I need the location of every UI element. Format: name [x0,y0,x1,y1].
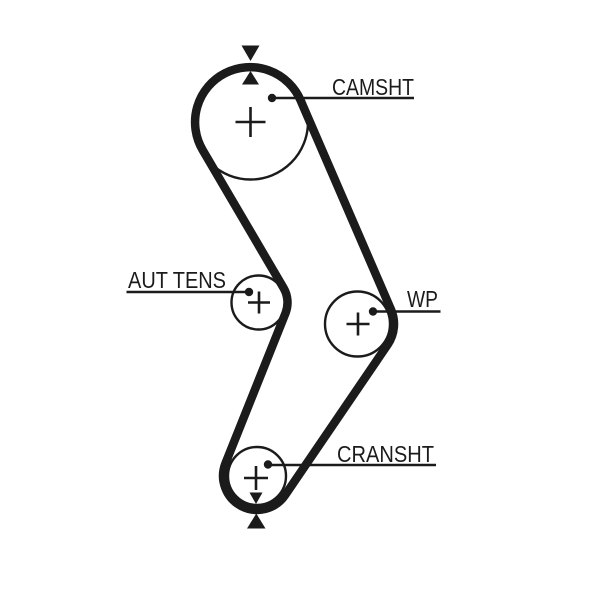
water-pump-center-cross [346,312,370,336]
crankshaft-timing-mark-inner [249,492,263,504]
water-pump-leader-dot [368,307,378,316]
camshaft-leader-dot [267,93,277,103]
tensioner-leader-dot [244,287,254,297]
tensioner-label: AUT TENS [128,267,226,293]
water-pump-label: WP [407,286,438,312]
crankshaft-pulley-circle [226,445,288,507]
timing-belt [190,62,399,515]
crankshaft-leader-dot [263,460,273,469]
tensioner-center-cross [248,291,270,314]
camshaft-label: CAMSHT [332,74,414,100]
crankshaft-timing-mark-outer [247,513,266,529]
crankshaft-center-cross [244,466,268,490]
camshaft-timing-mark-inner [242,71,259,85]
crankshaft-label: CRANSHT [337,441,434,467]
camshaft-timing-mark-outer [241,45,260,61]
camshaft-center-cross [235,107,266,137]
